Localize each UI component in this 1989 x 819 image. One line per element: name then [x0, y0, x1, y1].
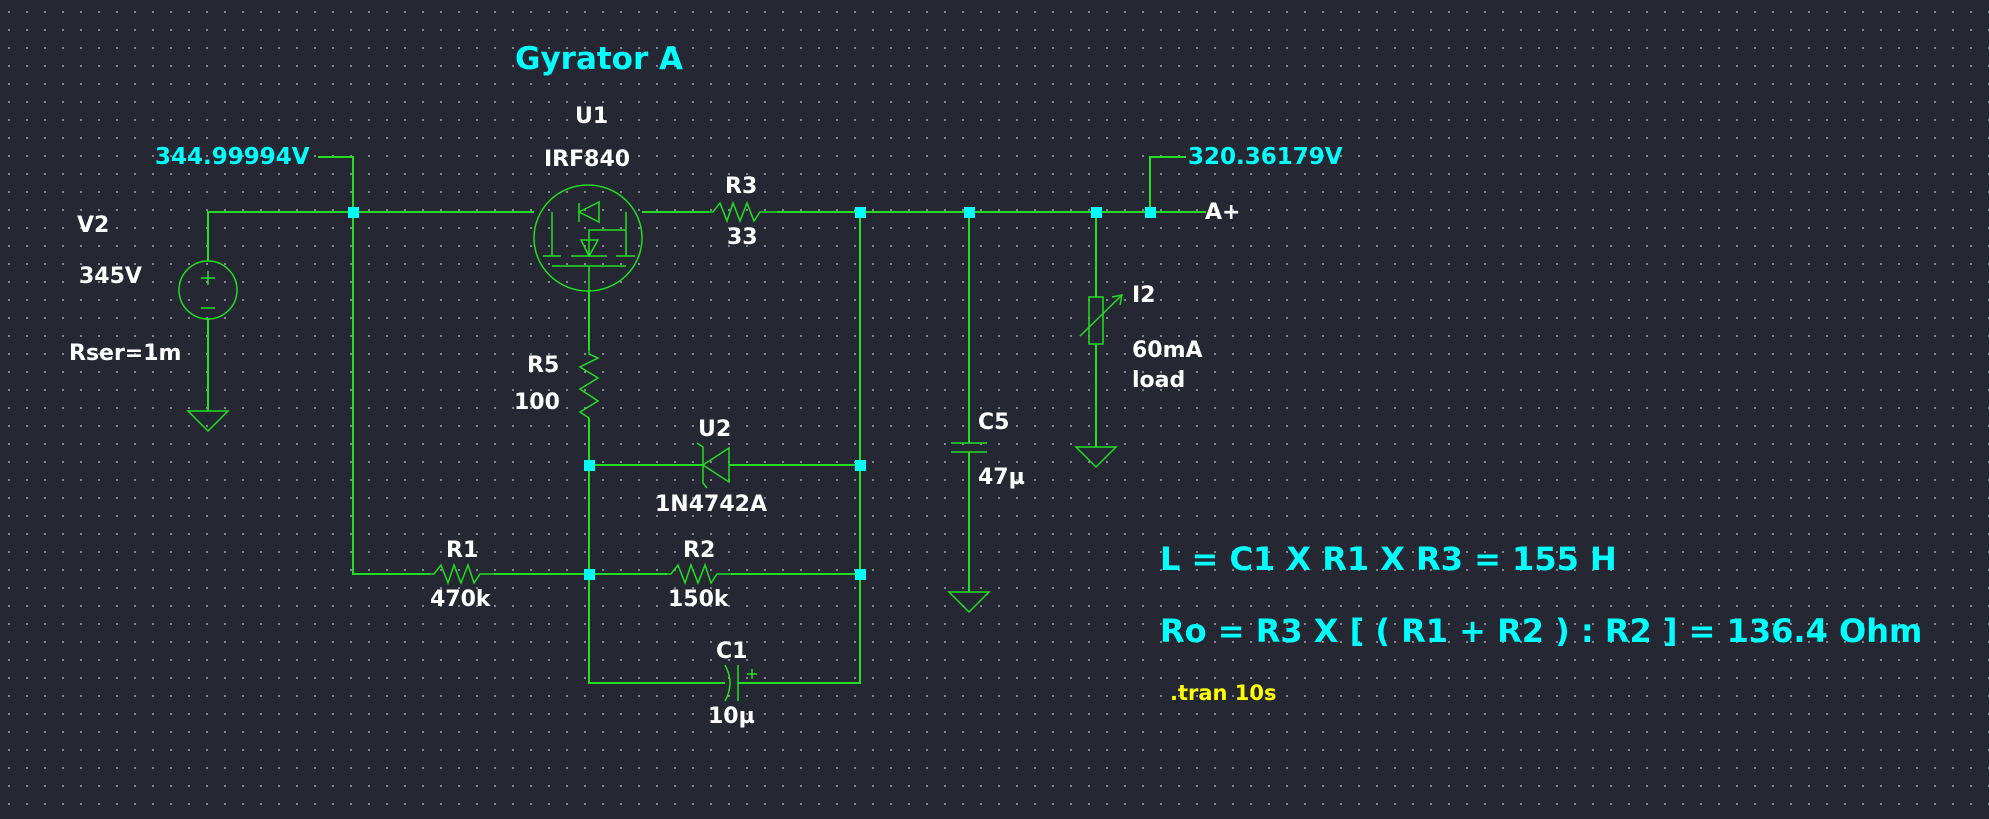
- junctions: [348, 207, 1156, 580]
- junction-dot: [1091, 207, 1102, 218]
- r5-ref-label[interactable]: R5: [527, 353, 560, 378]
- i2-param-label[interactable]: load: [1132, 368, 1186, 393]
- resistor-icon[interactable]: [578, 350, 600, 419]
- input-voltage-label[interactable]: 344.99994V: [155, 144, 310, 170]
- junction-dot: [964, 207, 975, 218]
- wire[interactable]: [588, 418, 725, 684]
- resistor-icon[interactable]: [709, 200, 777, 224]
- r1-value-label[interactable]: 470k: [430, 587, 491, 612]
- v2-param-label[interactable]: Rser=1m: [69, 341, 182, 366]
- inductance-formula[interactable]: L = C1 X R1 X R3 = 155 H: [1160, 540, 1617, 578]
- nmos-transistor-icon[interactable]: [533, 184, 643, 292]
- c1-ref-label[interactable]: C1: [716, 639, 748, 664]
- wire[interactable]: [207, 211, 534, 261]
- junction-dot: [1145, 207, 1156, 218]
- output-port-label[interactable]: A+: [1205, 200, 1241, 225]
- junction-dot: [855, 460, 866, 471]
- wire[interactable]: [1149, 156, 1186, 212]
- wire[interactable]: [352, 212, 430, 575]
- junction-dot: [348, 207, 359, 218]
- junction-dot: [584, 460, 595, 471]
- wire[interactable]: [738, 212, 861, 684]
- ground-icon: [947, 591, 991, 614]
- ground-icon: [186, 410, 230, 433]
- r5-value-label[interactable]: 100: [514, 390, 560, 415]
- zener-diode-icon[interactable]: [696, 442, 730, 489]
- i2-ref-label[interactable]: I2: [1132, 283, 1156, 308]
- ground-icon: [1074, 446, 1118, 469]
- resistor-icon[interactable]: [667, 562, 731, 586]
- output-voltage-label[interactable]: 320.36179V: [1188, 144, 1343, 170]
- resistor-icon[interactable]: [430, 562, 494, 586]
- schematic-title: Gyrator A: [515, 41, 684, 77]
- r1-ref-label[interactable]: R1: [446, 538, 479, 563]
- junction-dot: [855, 207, 866, 218]
- output-resistance-formula[interactable]: Ro = R3 X [ ( R1 + R2 ) : R2 ] = 136.4 O…: [1160, 612, 1923, 650]
- u1-value-label[interactable]: IRF840: [544, 147, 631, 172]
- r2-ref-label[interactable]: R2: [683, 538, 716, 563]
- junction-dot: [584, 569, 595, 580]
- r2-value-label[interactable]: 150k: [668, 587, 729, 612]
- wire[interactable]: [318, 156, 354, 212]
- i2-value-label[interactable]: 60mA: [1132, 338, 1203, 363]
- tran-directive[interactable]: .tran 10s: [1170, 681, 1277, 705]
- r3-value-label[interactable]: 33: [727, 225, 758, 250]
- u1-ref-label[interactable]: U1: [575, 104, 609, 129]
- c1-value-label[interactable]: 10µ: [708, 704, 755, 729]
- u2-ref-label[interactable]: U2: [698, 417, 732, 442]
- polarized-capacitor-icon[interactable]: [724, 664, 757, 702]
- v2-ref-label[interactable]: V2: [77, 213, 110, 238]
- junction-dot: [855, 569, 866, 580]
- capacitor-icon[interactable]: [951, 442, 987, 453]
- r3-ref-label[interactable]: R3: [725, 174, 758, 199]
- v2-value-label[interactable]: 345V: [79, 264, 142, 289]
- c5-value-label[interactable]: 47µ: [978, 465, 1025, 490]
- u2-value-label[interactable]: 1N4742A: [655, 492, 767, 517]
- voltage-source-icon[interactable]: [178, 260, 238, 320]
- c5-ref-label[interactable]: C5: [978, 410, 1010, 435]
- wires: [207, 156, 1206, 684]
- current-load-icon[interactable]: [1079, 294, 1123, 345]
